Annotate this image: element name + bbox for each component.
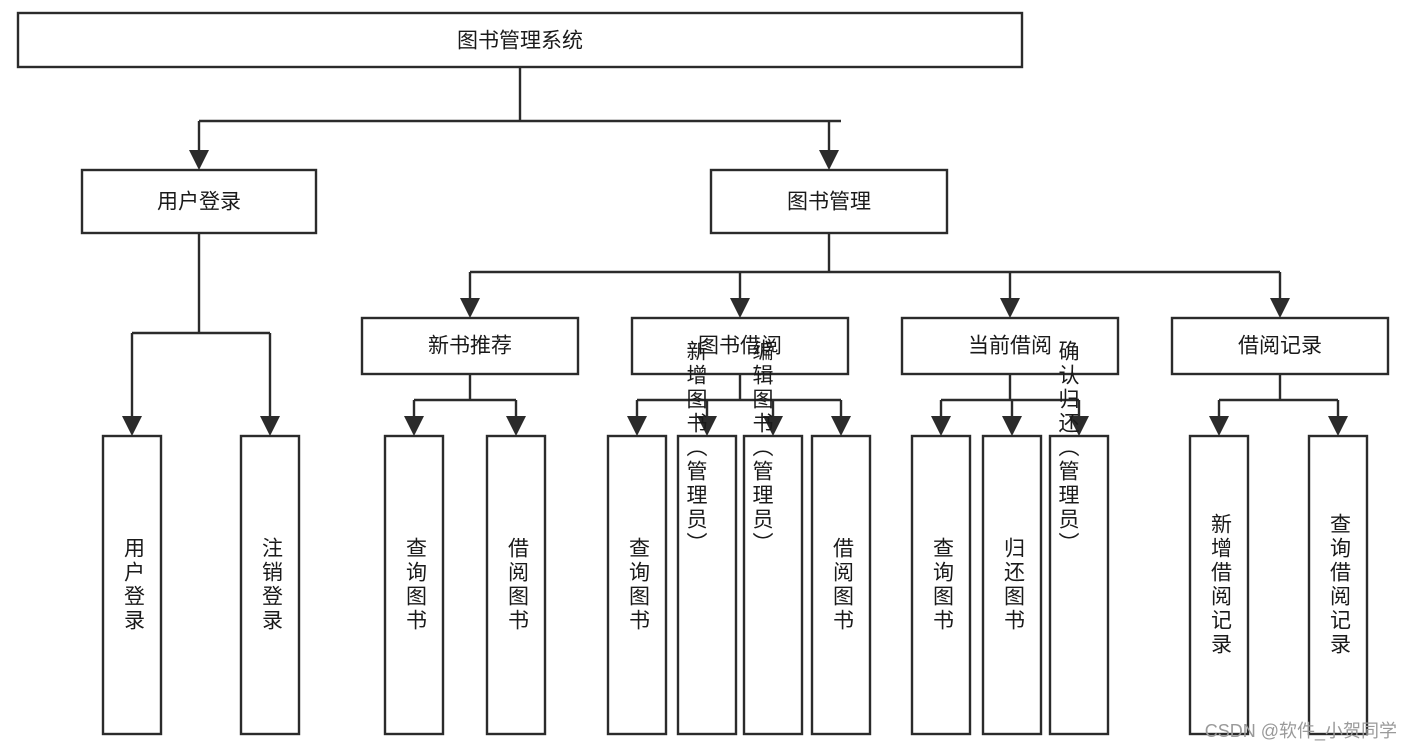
node-current-borrow-label: 当前借阅 bbox=[968, 335, 1052, 358]
leaf-borrow-book-2-label: 借阅图书 bbox=[830, 537, 854, 633]
node-book-management-label: 图书管理 bbox=[787, 191, 871, 214]
arrow-to-leaf-query-book-1 bbox=[404, 416, 424, 436]
arrow-to-leaf-confirm-return bbox=[1069, 416, 1089, 436]
leaf-query-book-3-label: 查询图书 bbox=[930, 537, 954, 633]
arrow-to-leaf-logout bbox=[260, 416, 280, 436]
node-borrow-record[interactable]: 借阅记录 bbox=[1170, 316, 1390, 376]
leaf-return-book[interactable]: 归还图书 bbox=[981, 434, 1043, 736]
leaf-add-book[interactable]: 新增图书（管理员） bbox=[676, 340, 738, 736]
arrow-to-leaf-borrow-book-2 bbox=[831, 416, 851, 436]
node-current-borrow[interactable]: 当前借阅 bbox=[900, 316, 1120, 376]
leaf-edit-book[interactable]: 编辑图书（管理员） bbox=[742, 340, 804, 736]
arrow-to-leaf-edit-book bbox=[763, 416, 783, 436]
edge-borrow-record-trunk bbox=[1217, 374, 1340, 418]
arrow-to-new-book-rec bbox=[460, 298, 480, 318]
connectors-layer bbox=[130, 67, 1340, 418]
node-user-login[interactable]: 用户登录 bbox=[80, 168, 318, 235]
leaf-borrow-book-2[interactable]: 借阅图书 bbox=[810, 434, 872, 736]
arrow-to-borrow-record bbox=[1270, 298, 1290, 318]
arrow-to-leaf-borrow-book-1 bbox=[506, 416, 526, 436]
node-book-borrow-label: 图书借阅 bbox=[698, 335, 782, 358]
edge-new-book-rec-trunk bbox=[412, 374, 518, 418]
edge-root-to-level2-trunk bbox=[197, 67, 841, 152]
edge-user-login-trunk bbox=[130, 233, 272, 418]
leaf-borrow-book-1[interactable]: 借阅图书 bbox=[485, 434, 547, 736]
leaf-user-login-label: 用户登录 bbox=[121, 537, 145, 633]
node-borrow-record-label: 借阅记录 bbox=[1238, 335, 1322, 358]
leaf-return-book-label: 归还图书 bbox=[1001, 537, 1025, 633]
leaf-logout-label: 注销登录 bbox=[259, 537, 283, 633]
leaf-logout[interactable]: 注销登录 bbox=[239, 434, 301, 736]
node-user-login-label: 用户登录 bbox=[157, 191, 241, 214]
leaf-confirm-return[interactable]: 确认归还（管理员） bbox=[1048, 340, 1110, 736]
arrow-to-leaf-query-book-2 bbox=[627, 416, 647, 436]
leaf-add-book-label: 新增图书（管理员） bbox=[684, 340, 708, 556]
leaf-query-book-3[interactable]: 查询图书 bbox=[910, 434, 972, 736]
leaf-query-book-2[interactable]: 查询图书 bbox=[606, 434, 668, 736]
arrow-to-leaf-query-book-3 bbox=[931, 416, 951, 436]
node-book-borrow[interactable]: 图书借阅 bbox=[630, 316, 850, 376]
leaf-query-borrow-record-label: 查询借阅记录 bbox=[1327, 513, 1351, 657]
leaf-add-borrow-record-label: 新增借阅记录 bbox=[1208, 513, 1232, 657]
leaf-query-borrow-record[interactable]: 查询借阅记录 bbox=[1307, 434, 1369, 736]
arrow-to-leaf-add-record bbox=[1209, 416, 1229, 436]
arrow-to-book-mgmt bbox=[819, 150, 839, 170]
edge-book-borrow-trunk bbox=[635, 374, 843, 418]
arrow-to-book-borrow bbox=[730, 298, 750, 318]
csdn-watermark: CSDN @软件_小贺同学 bbox=[1204, 721, 1397, 741]
leaf-borrow-book-1-label: 借阅图书 bbox=[505, 537, 529, 633]
edge-book-mgmt-trunk bbox=[468, 233, 1282, 300]
arrow-to-current-borrow bbox=[1000, 298, 1020, 318]
arrow-to-leaf-add-book bbox=[697, 416, 717, 436]
arrow-to-leaf-user-login bbox=[122, 416, 142, 436]
nodes-layer: 图书管理系统 用户登录 图书管理 新书推荐 图书借阅 bbox=[16, 11, 1390, 736]
node-root[interactable]: 图书管理系统 bbox=[16, 11, 1024, 69]
arrowheads-layer bbox=[122, 150, 1348, 436]
arrow-to-user-login bbox=[189, 150, 209, 170]
leaf-query-book-1[interactable]: 查询图书 bbox=[383, 434, 445, 736]
node-root-label: 图书管理系统 bbox=[457, 30, 583, 53]
edge-current-borrow-trunk bbox=[939, 374, 1081, 418]
leaf-confirm-return-label: 确认归还（管理员） bbox=[1056, 340, 1080, 556]
node-new-book-recommend[interactable]: 新书推荐 bbox=[360, 316, 580, 376]
leaf-query-book-1-label: 查询图书 bbox=[403, 537, 427, 633]
node-book-management[interactable]: 图书管理 bbox=[709, 168, 949, 235]
leaf-user-login[interactable]: 用户登录 bbox=[101, 434, 163, 736]
arrow-to-leaf-return-book bbox=[1002, 416, 1022, 436]
leaf-query-book-2-label: 查询图书 bbox=[626, 537, 650, 633]
arrow-to-leaf-query-record bbox=[1328, 416, 1348, 436]
node-new-book-recommend-label: 新书推荐 bbox=[428, 335, 512, 358]
leaf-edit-book-label: 编辑图书（管理员） bbox=[750, 340, 774, 556]
leaf-add-borrow-record[interactable]: 新增借阅记录 bbox=[1188, 434, 1250, 736]
